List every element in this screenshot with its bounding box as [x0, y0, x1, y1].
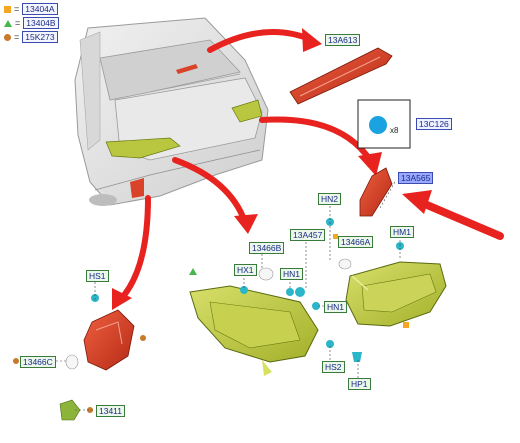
callout-HS2: HS2 — [322, 361, 345, 373]
high-mount-stop-lamp — [289, 47, 393, 105]
legend-equals: = — [14, 32, 20, 42]
legend-code: 13404A — [22, 3, 58, 15]
callout-13466B: 13466B — [249, 242, 285, 254]
callout-13A613: 13A613 — [325, 34, 361, 46]
callout-13C126: 13C126 — [416, 118, 452, 130]
arrow-to-high-mount-lamp — [207, 29, 315, 53]
bulb-13466B — [258, 267, 274, 281]
clip-box — [357, 99, 411, 149]
marker-square — [403, 322, 409, 328]
marker-circle — [87, 407, 93, 413]
socket-13A457 — [295, 287, 305, 297]
legend-row-13404B: = 13404B — [4, 17, 59, 29]
leader-lines — [40, 179, 401, 411]
screw-hp1 — [352, 352, 362, 362]
callout-HM1: HM1 — [390, 226, 414, 238]
pointer-arrows — [117, 29, 504, 303]
marker-square — [333, 234, 338, 239]
legend-code: 15K273 — [22, 31, 58, 43]
legend-row-13404A: = 13404A — [4, 3, 58, 15]
clip-hn1b — [312, 302, 320, 310]
marker-triangle — [189, 268, 197, 275]
legend-row-15K273: = 15K273 — [4, 31, 58, 43]
vehicle-rear-illustration — [74, 17, 269, 206]
side-reflector — [359, 167, 393, 217]
arrow-to-tail-lamp — [172, 157, 248, 225]
callout-HN1-lower: HN1 — [324, 301, 348, 313]
arrow-to-rear-lamp — [117, 195, 151, 303]
small-parts — [13, 218, 409, 421]
connector-13411 — [59, 399, 81, 421]
callout-13411: 13411 — [96, 405, 126, 417]
arrow-to-side-reflector — [259, 116, 373, 163]
clip-hn1a — [286, 288, 294, 296]
bulb-13466C — [65, 354, 79, 370]
arrow-heads — [112, 28, 432, 310]
triangle-icon — [4, 19, 12, 27]
marker-circle — [140, 335, 146, 341]
legend-equals: = — [15, 18, 21, 28]
quantity-label: x8 — [390, 126, 399, 135]
rear-bumper-lamp — [83, 309, 135, 371]
legend-code: 13404B — [23, 17, 59, 29]
callout-HN1-upper: HN1 — [280, 268, 304, 280]
callout-13466A: 13466A — [338, 236, 374, 248]
circle-icon — [4, 33, 11, 41]
bulb-13466A — [338, 258, 352, 270]
arrow-pointer-big — [416, 198, 504, 240]
square-icon — [4, 5, 11, 13]
clip-hs2 — [326, 340, 334, 348]
tail-lamp-inner — [189, 285, 319, 376]
callout-HS1: HS1 — [86, 270, 109, 282]
callout-13466C: 13466C — [20, 356, 56, 368]
callout-13A565: 13A565 — [398, 172, 434, 184]
callout-HN2: HN2 — [318, 193, 342, 205]
callout-HP1: HP1 — [348, 378, 371, 390]
clip-hx1 — [240, 286, 248, 294]
callout-HX1: HX1 — [234, 264, 257, 276]
callout-13A457: 13A457 — [290, 229, 326, 241]
tail-lamp-outer — [345, 261, 447, 327]
legend-equals: = — [14, 4, 20, 14]
marker-circle — [13, 358, 19, 364]
